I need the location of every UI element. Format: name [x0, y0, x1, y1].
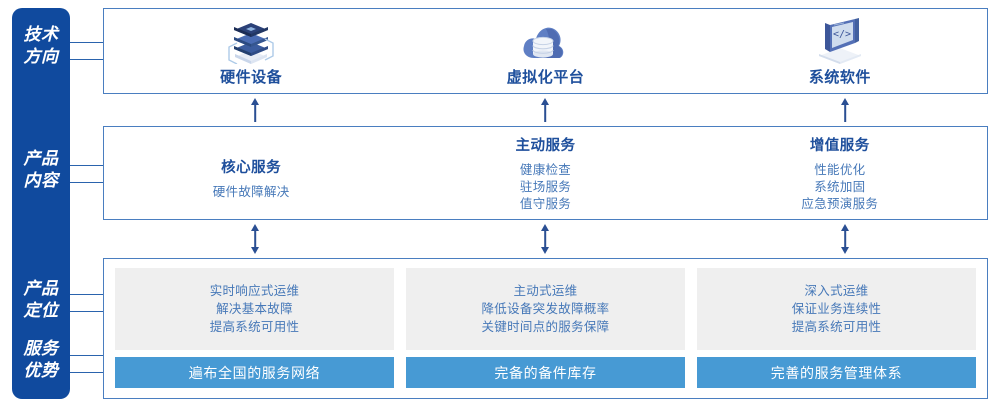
connector-line-top	[70, 294, 104, 295]
arrow-shaft	[844, 229, 846, 249]
arrow-shaft	[254, 103, 256, 122]
content-column-title: 增值服务	[809, 137, 870, 154]
position-column-proactive[interactable]: 主动式运维 降低设备突发故障概率 关键时间点的服务保障 完备的备件库存	[406, 268, 685, 388]
position-box: 实时响应式运维 解决基本故障 提高系统可用性	[115, 268, 394, 350]
position-item: 关键时间点的服务保障	[481, 320, 610, 334]
code-window-icon: </>	[811, 16, 869, 64]
arrow-shaft	[254, 229, 256, 249]
arrow-head-up	[251, 224, 259, 231]
content-item: 健康检查	[519, 162, 572, 177]
arrow-shaft	[544, 229, 546, 249]
panel-product-content: 核心服务 硬件故障解决 主动服务 健康检查 驻场服务 值守服务 增值服务 性能优…	[103, 126, 988, 220]
connector-product-content	[70, 165, 104, 183]
position-item: 降低设备突发故障概率	[481, 302, 610, 316]
connector-tech-direction	[70, 42, 104, 60]
position-item: 提高系统可用性	[209, 320, 300, 334]
arrow-shaft	[544, 103, 546, 122]
svg-text:</>: </>	[833, 29, 851, 40]
panel-product-position: 实时响应式运维 解决基本故障 提高系统可用性 遍布全国的服务网络 主动式运维 降…	[103, 258, 988, 399]
connector-line-top	[70, 42, 104, 43]
arrow-head-down	[251, 247, 259, 254]
cloud-database-icon	[516, 16, 574, 64]
rail-label-product-position: 产品 定位	[23, 279, 59, 320]
content-item: 驻场服务	[519, 179, 572, 194]
position-item: 解决基本故障	[216, 302, 293, 316]
connector-line-bottom	[70, 59, 104, 60]
rail-label-product-content: 产品 内容	[23, 149, 59, 190]
category-rail	[12, 8, 70, 399]
panel-tech-direction: 硬件设备 虚拟化平台	[103, 8, 988, 94]
rail-label-tech-direction: 技术 方向	[23, 25, 59, 66]
content-item: 系统加固	[814, 179, 866, 194]
advantage-bar-service-network[interactable]: 遍布全国的服务网络	[115, 357, 394, 388]
content-item: 性能优化	[814, 162, 866, 177]
arrow-head-up	[841, 98, 849, 105]
arrow-position-to-content-1	[248, 224, 262, 254]
position-item: 提高系统可用性	[791, 320, 882, 334]
arrow-shaft	[844, 103, 846, 122]
arrow-content-to-tech-1	[248, 98, 262, 122]
arrow-head-up	[541, 98, 549, 105]
arrow-content-to-tech-3	[838, 98, 852, 122]
content-item: 值守服务	[519, 196, 572, 211]
tech-item-virtualization[interactable]: 虚拟化平台	[398, 16, 692, 93]
advantage-bar-spare-parts[interactable]: 完备的备件库存	[406, 357, 685, 388]
tech-item-system-software[interactable]: </> 系统软件	[693, 16, 987, 93]
arrow-head-up	[841, 224, 849, 231]
position-item: 保证业务连续性	[791, 302, 882, 316]
position-column-realtime[interactable]: 实时响应式运维 解决基本故障 提高系统可用性 遍布全国的服务网络	[115, 268, 394, 388]
content-column-value-added-service[interactable]: 增值服务 性能优化 系统加固 应急预演服务	[693, 127, 987, 219]
content-item: 硬件故障解决	[212, 184, 290, 199]
position-box: 深入式运维 保证业务连续性 提高系统可用性	[697, 268, 976, 350]
connector-line-top	[70, 355, 104, 356]
position-item: 主动式运维	[513, 284, 578, 298]
content-column-core-service[interactable]: 核心服务 硬件故障解决	[104, 127, 398, 219]
connector-line-bottom	[70, 372, 104, 373]
tech-item-label: 硬件设备	[220, 69, 283, 86]
advantage-bar-management-system[interactable]: 完善的服务管理体系	[697, 357, 976, 388]
content-item: 应急预演服务	[801, 196, 879, 211]
tech-item-label: 系统软件	[808, 69, 871, 86]
connector-product-position	[70, 294, 104, 312]
rail-label-service-advantage: 服务 优势	[23, 339, 59, 380]
position-item: 深入式运维	[804, 284, 869, 298]
content-column-title: 主动服务	[515, 137, 576, 154]
content-column-proactive-service[interactable]: 主动服务 健康检查 驻场服务 值守服务	[398, 127, 692, 219]
arrow-head-down	[841, 247, 849, 254]
arrow-head-up	[251, 98, 259, 105]
arrow-position-to-content-3	[838, 224, 852, 254]
arrow-content-to-tech-2	[538, 98, 552, 122]
server-stack-icon	[222, 16, 280, 65]
position-item: 实时响应式运维	[209, 284, 300, 298]
tech-item-label: 虚拟化平台	[506, 69, 585, 86]
arrow-head-down	[541, 247, 549, 254]
connector-line-top	[70, 165, 104, 166]
position-box: 主动式运维 降低设备突发故障概率 关键时间点的服务保障	[406, 268, 685, 350]
connector-service-advantage	[70, 355, 104, 373]
content-column-title: 核心服务	[221, 159, 282, 176]
connector-line-bottom	[70, 311, 104, 312]
arrow-position-to-content-2	[538, 224, 552, 254]
position-column-indepth[interactable]: 深入式运维 保证业务连续性 提高系统可用性 完善的服务管理体系	[697, 268, 976, 388]
connector-line-bottom	[70, 182, 104, 183]
arrow-head-up	[541, 224, 549, 231]
tech-item-hardware[interactable]: 硬件设备	[104, 16, 398, 93]
